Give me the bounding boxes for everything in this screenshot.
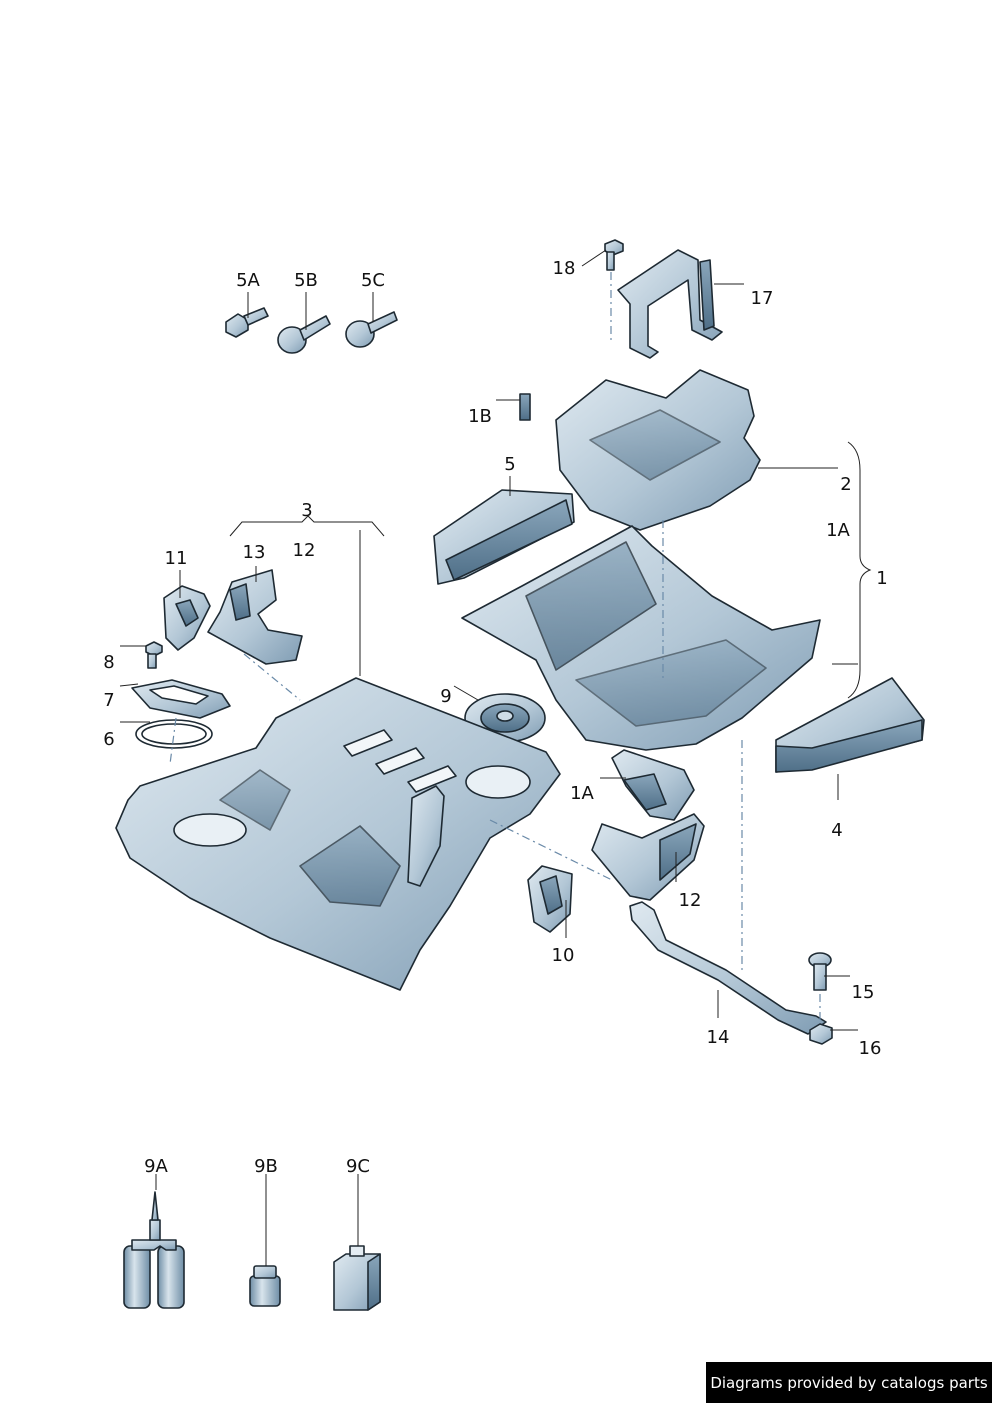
- part-labels: 5A 5B 5C 18 17 1B 2 1A 1 5 3 11 13 12 8 …: [103, 258, 887, 1177]
- bracket-10: [527, 865, 573, 933]
- bolt-18: [604, 239, 624, 271]
- label-9b: 9B: [254, 1156, 278, 1177]
- guide-13: [243, 653, 301, 701]
- bracket-17: [617, 249, 723, 359]
- label-4: 4: [831, 820, 842, 841]
- seal-7: [131, 679, 231, 719]
- label-17: 17: [751, 288, 774, 309]
- panel-5: [433, 489, 575, 585]
- screw-5c: [345, 311, 398, 348]
- cartridge-9a: [123, 1191, 185, 1309]
- label-13: 13: [243, 542, 266, 563]
- label-10: 10: [552, 945, 575, 966]
- label-1a-mid: 1A: [570, 783, 594, 804]
- label-6: 6: [103, 729, 114, 750]
- label-7: 7: [103, 690, 114, 711]
- label-3: 3: [301, 500, 312, 521]
- label-5b: 5B: [294, 270, 318, 291]
- label-1a-top: 1A: [826, 520, 850, 541]
- guide-12: [489, 819, 613, 881]
- leader-lines: [119, 249, 872, 1266]
- bracket-11: [163, 585, 211, 651]
- seal-6: [135, 719, 213, 749]
- label-1b: 1B: [468, 406, 492, 427]
- footer-credit: Diagrams provided by catalogs parts: [706, 1362, 992, 1403]
- label-5: 5: [504, 454, 515, 475]
- label-9c: 9C: [346, 1156, 370, 1177]
- label-2: 2: [840, 474, 851, 495]
- label-9: 9: [440, 686, 451, 707]
- clip-5b: [277, 315, 331, 354]
- label-5c: 5C: [361, 270, 385, 291]
- bracket-1a-mid: [611, 749, 695, 821]
- panel-4: [775, 677, 925, 773]
- label-9a: 9A: [144, 1156, 168, 1177]
- label-16: 16: [859, 1038, 882, 1059]
- nut-16: [809, 1023, 833, 1045]
- patch-1b: [519, 393, 531, 421]
- wheel-well-1a: [461, 525, 821, 751]
- label-12-top: 12: [293, 540, 316, 561]
- bolt-15: [808, 952, 832, 991]
- bolt-5a: [225, 307, 269, 338]
- bracket-12-mid: [591, 813, 705, 901]
- floor-pan-3: [115, 677, 561, 991]
- bracket-13: [207, 569, 303, 665]
- container-9c: [333, 1245, 381, 1311]
- label-14: 14: [707, 1027, 730, 1048]
- label-12-mid: 12: [679, 890, 702, 911]
- bolt-8: [145, 641, 163, 669]
- label-18: 18: [553, 258, 576, 279]
- label-8: 8: [103, 652, 114, 673]
- label-5a: 5A: [236, 270, 260, 291]
- guide-6: [169, 717, 177, 765]
- rail-14: [629, 901, 827, 1035]
- label-15: 15: [852, 982, 875, 1003]
- label-1: 1: [876, 568, 887, 589]
- tray-cover-2: [555, 369, 761, 531]
- bottle-9b: [249, 1265, 281, 1307]
- label-11: 11: [165, 548, 188, 569]
